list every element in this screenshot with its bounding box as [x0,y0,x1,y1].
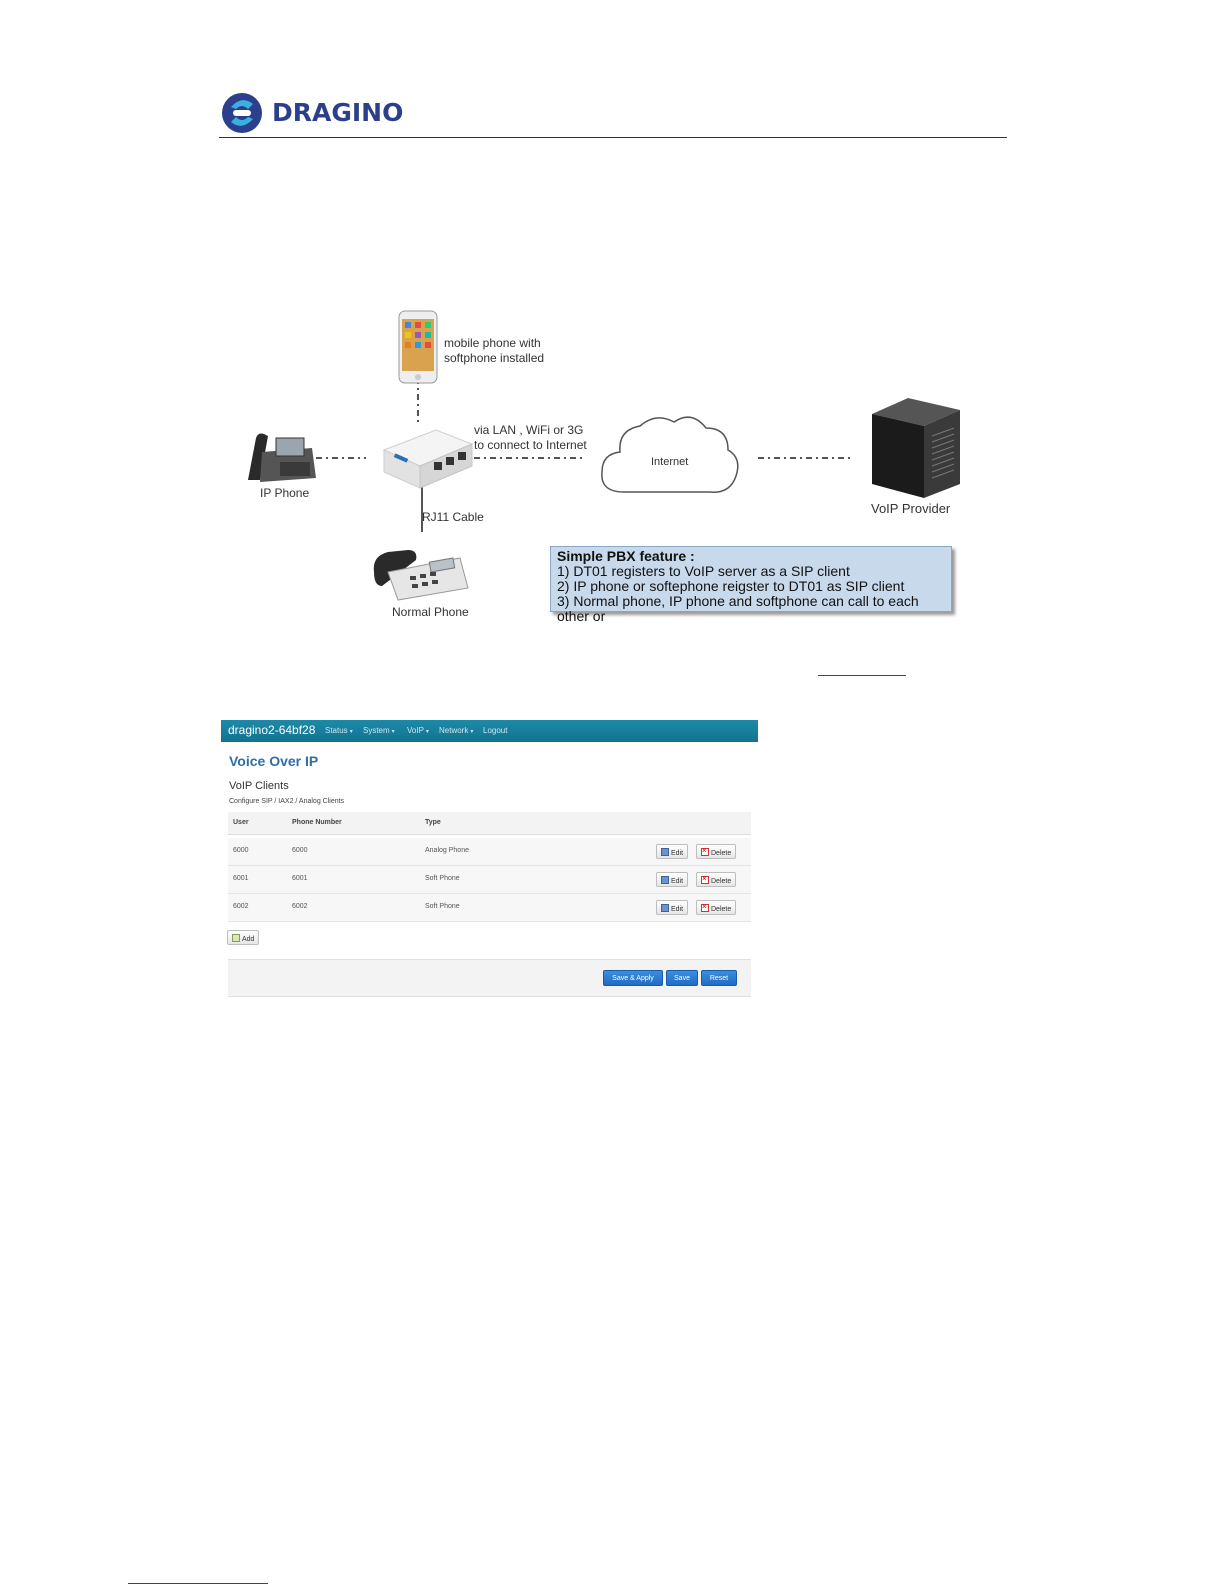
save-and-apply-button[interactable]: Save & Apply [603,970,663,986]
save-button[interactable]: Save [666,970,698,986]
hyperlink-underline[interactable] [818,675,906,676]
pbx-feature-title: Simple PBX feature : [557,548,695,564]
edit-button-label: Edit [671,906,684,913]
add-button-label: Add [242,936,255,943]
cell-type: Soft Phone [425,875,460,882]
section-title: VoIP Clients [229,780,289,792]
nav-voip[interactable]: VoIP▾ [407,726,429,735]
caret-down-icon: ▾ [349,729,353,735]
voip-gateway-device-icon [382,429,474,489]
mobile-phone-label-line1: mobile phone with [444,336,541,350]
delete-icon [701,902,709,912]
nav-label: VoIP [407,726,424,735]
cell-phone-number: 6001 [292,875,308,882]
delete-button-label: Delete [711,878,732,885]
diagram-graphics [316,378,852,532]
nav-logout[interactable]: Logout [483,726,508,735]
caret-down-icon: ▾ [391,729,395,735]
network-diagram: mobile phone with softphone installed IP… [230,300,990,645]
dragino-logo-icon [222,93,262,133]
pbx-feature-line: 1) DT01 registers to VoIP server as a SI… [557,563,850,579]
nav-network[interactable]: Network▾ [439,726,473,735]
rj11-cable-label: RJ11 Cable [422,510,484,524]
cell-user: 6001 [233,875,249,882]
link-label-line2: to connect to Internet [474,438,587,452]
nav-label: System [363,726,390,735]
mobile-phone-icon [398,310,438,384]
edit-button[interactable]: Edit [656,872,689,887]
cell-phone-number: 6002 [292,903,308,910]
cell-type: Soft Phone [425,903,460,910]
nav-system[interactable]: System▾ [363,726,395,735]
delete-button-label: Delete [711,850,732,857]
caret-down-icon: ▾ [470,729,474,735]
column-header-user: User [233,819,249,826]
edit-icon [661,904,669,912]
pbx-feature-line: 3) Normal phone, IP phone and softphone … [557,593,919,624]
edit-button-label: Edit [671,878,684,885]
delete-icon [701,874,709,884]
normal-phone-label: Normal Phone [392,605,469,619]
add-icon [232,934,240,942]
cell-user: 6000 [233,847,249,854]
normal-phone-icon [373,550,469,601]
column-header-phone-number: Phone Number [292,819,342,826]
pbx-feature-line: 2) IP phone or softephone reigster to DT… [557,578,905,594]
top-navbar: dragino2-64bf28 Status▾ System▾ VoIP▾ Ne… [221,720,758,742]
reset-button[interactable]: Reset [701,970,737,986]
server-icon [872,398,960,498]
voip-clients-web-ui: dragino2-64bf28 Status▾ System▾ VoIP▾ Ne… [221,720,758,1020]
ip-phone-label: IP Phone [260,486,310,500]
add-button[interactable]: Add [227,930,260,945]
delete-button[interactable]: Delete [696,900,737,915]
voip-provider-label: VoIP Provider [871,501,951,516]
page-title: Voice Over IP [229,753,319,769]
table-row: 6002 6002 Soft Phone Edit Delete [228,894,751,922]
table-row: 6000 6000 Analog Phone Edit Delete [228,838,751,866]
cell-type: Analog Phone [425,847,469,854]
nav-label: Status [325,726,348,735]
edit-icon [661,848,669,856]
pbx-feature-callout: Simple PBX feature : 1) DT01 registers t… [550,546,952,624]
header-divider [219,137,1007,138]
table-row: 6001 6001 Soft Phone Edit Delete [228,866,751,894]
delete-icon [701,846,709,856]
column-header-type: Type [425,819,441,826]
nav-status[interactable]: Status▾ [325,726,353,735]
delete-button[interactable]: Delete [696,872,737,887]
footer-hyperlink-underline[interactable] [128,1583,268,1584]
edit-icon [661,876,669,884]
logo-text: DRAGINO [272,98,404,127]
nav-label: Network [439,726,469,735]
cell-user: 6002 [233,903,249,910]
internet-cloud-icon [601,416,739,493]
cell-phone-number: 6000 [292,847,308,854]
form-actions-bar: Save & Apply Save Reset [228,959,751,997]
edit-button[interactable]: Edit [656,844,689,859]
edit-button[interactable]: Edit [656,900,689,915]
delete-button[interactable]: Delete [696,844,737,859]
delete-button-label: Delete [711,906,732,913]
internet-label: Internet [651,456,689,468]
caret-down-icon: ▾ [425,729,429,735]
ip-phone-icon [248,433,316,482]
section-description: Configure SIP / IAX2 / Analog Clients [229,798,345,805]
table-header: User Phone Number Type [228,812,751,835]
device-hostname[interactable]: dragino2-64bf28 [228,723,316,737]
mobile-phone-label-line2: softphone installed [444,351,545,365]
edit-button-label: Edit [671,850,684,857]
link-label-line1: via LAN , WiFi or 3G [474,423,584,437]
